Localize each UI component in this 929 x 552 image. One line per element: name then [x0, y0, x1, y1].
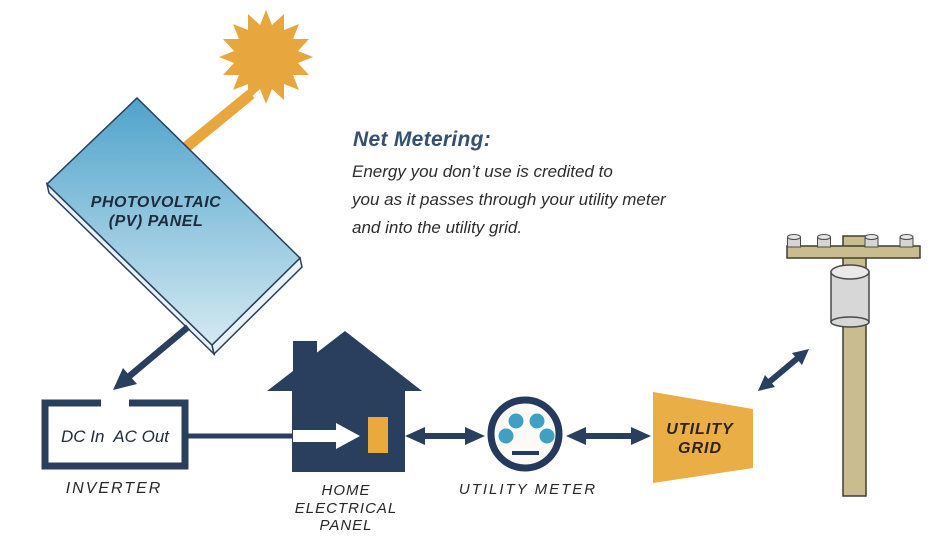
utility-pole-icon [786, 234, 921, 497]
insulator-icon [864, 234, 879, 248]
insulator-icon [787, 234, 801, 248]
meter-dot [508, 413, 524, 429]
grid-pole-arrow [758, 349, 809, 391]
meter-dot [539, 428, 555, 444]
utility-grid-shape [653, 392, 753, 483]
insulator-icon [817, 234, 831, 248]
panel-to-inverter-arrow [113, 324, 191, 390]
utility-meter-icon [487, 396, 563, 472]
power-flow-arrow-icon [293, 423, 360, 449]
meter-dot [529, 413, 545, 429]
note-heading: Net Metering: [353, 128, 492, 151]
pv-panel-label: PHOTOVOLTAIC (PV) PANEL [90, 194, 222, 230]
house-meter-arrow [405, 427, 485, 445]
meter-grid-arrow [566, 427, 651, 445]
meter-dot [498, 428, 514, 444]
inverter-label: INVERTER [65, 480, 163, 497]
sun-icon [219, 10, 313, 104]
insulator-icon [899, 234, 914, 248]
pole-crossarm [786, 245, 921, 259]
electrical-panel-rect [368, 417, 388, 453]
utility-meter-label: UTILITY METER [458, 481, 598, 498]
inverter-box [41, 397, 189, 470]
note-body: Energy you don’t use is credited to you … [352, 162, 666, 237]
home-panel-label: HOME ELECTRICAL PANEL [294, 482, 398, 534]
inverter-ports-label: DC In AC Out [60, 427, 170, 446]
utility-grid-label: UTILITY GRID [666, 421, 734, 457]
pv-panel-shape [45, 96, 303, 357]
house-icon [267, 331, 422, 472]
transformer-icon [830, 264, 870, 328]
